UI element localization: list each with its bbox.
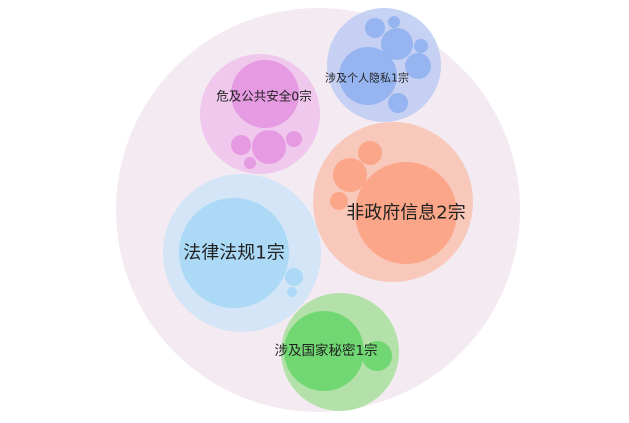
bubble-leaf[interactable] — [231, 135, 251, 155]
bubble-leaf[interactable] — [284, 311, 364, 391]
bubble-leaf[interactable] — [405, 53, 431, 79]
bubble-leaf[interactable] — [285, 268, 303, 286]
bubble-leaf[interactable] — [355, 162, 457, 264]
bubble-leaf[interactable] — [231, 60, 299, 128]
bubble-label: 非政府信息2宗 — [346, 203, 465, 224]
bubble-leaf[interactable] — [388, 16, 400, 28]
bubble-leaf[interactable] — [252, 130, 286, 164]
bubble-leaf[interactable] — [365, 18, 385, 38]
bubble-leaf[interactable] — [381, 28, 413, 60]
bubble-leaf[interactable] — [333, 158, 367, 192]
bubble-leaf[interactable] — [358, 141, 382, 165]
bubble-label: 危及公共安全0宗 — [216, 89, 311, 104]
bubble-label: 法律法规1宗 — [183, 243, 284, 264]
bubble-leaf[interactable] — [179, 198, 289, 308]
bubble-leaf[interactable] — [330, 192, 348, 210]
bubble-leaf[interactable] — [414, 39, 428, 53]
bubble-leaf[interactable] — [287, 287, 297, 297]
bubble-leaf[interactable] — [244, 157, 256, 169]
bubble-leaf[interactable] — [339, 47, 397, 105]
bubble-leaf[interactable] — [388, 93, 408, 113]
bubble-label: 涉及个人隐私1宗 — [325, 71, 409, 85]
bubble-label: 涉及国家秘密1宗 — [274, 342, 377, 359]
bubble-leaf[interactable] — [286, 131, 302, 147]
bubble-leaf[interactable] — [362, 341, 392, 371]
